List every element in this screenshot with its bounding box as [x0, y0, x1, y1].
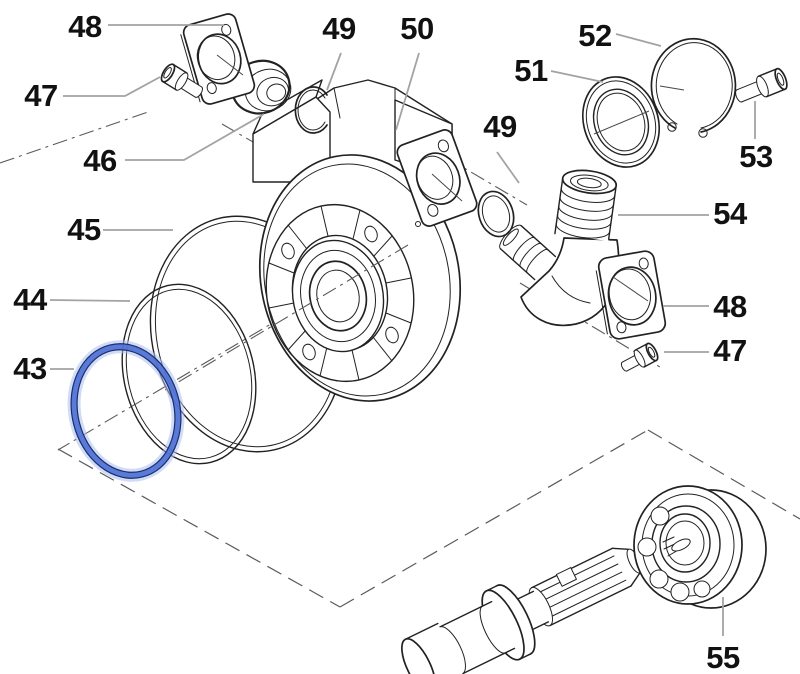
oring-part-44 — [121, 283, 257, 465]
elbow-spigot — [499, 224, 557, 281]
leader-line-52 — [615, 33, 662, 47]
bearing-ball — [637, 537, 657, 557]
impeller-slots — [268, 205, 412, 381]
callout-54[interactable]: 54 — [713, 196, 748, 231]
callout-49-top[interactable]: 49 — [322, 11, 356, 46]
leader-line-50 — [395, 52, 420, 131]
assembly-axis-elbow-in — [446, 157, 528, 206]
flange-gasket-part-48-top — [180, 13, 256, 105]
leader-line-49-right — [496, 151, 520, 184]
leader-line-46 — [125, 113, 265, 161]
callout-44[interactable]: 44 — [13, 282, 48, 317]
flange-gasket-part-48-right — [595, 250, 667, 340]
bolt-part-53 — [735, 67, 788, 103]
bearing-ball — [649, 569, 669, 589]
callout-55[interactable]: 55 — [706, 640, 740, 674]
circlip-part-52 — [650, 37, 737, 138]
shaft-spline-tip — [662, 536, 691, 557]
callout-52[interactable]: 52 — [578, 18, 612, 53]
construction-lines — [0, 111, 800, 608]
callout-49-right[interactable]: 49 — [483, 109, 517, 144]
circlip-part-49-top — [294, 86, 328, 134]
callout-53[interactable]: 53 — [739, 139, 773, 174]
callout-47-top[interactable]: 47 — [24, 78, 58, 113]
screw-part-47-top — [160, 63, 203, 98]
bore-highlight — [612, 276, 649, 302]
oring-part-49-right — [477, 190, 515, 238]
assembly-axis-topleft — [0, 111, 149, 164]
callout-48-right[interactable]: 48 — [713, 289, 747, 324]
callout-51[interactable]: 51 — [514, 53, 548, 88]
highlight-ring — [70, 343, 182, 479]
leader-line-49-top — [326, 52, 342, 91]
circlip-highlight — [659, 85, 685, 91]
callout-43[interactable]: 43 — [13, 351, 47, 386]
bearing-part-55 — [633, 485, 767, 609]
callout-45[interactable]: 45 — [67, 212, 101, 247]
bearing-ball — [693, 580, 711, 598]
bearing-ball — [650, 506, 670, 526]
elbow-threads — [554, 169, 618, 242]
callout-50[interactable]: 50 — [400, 11, 434, 46]
leader-line-47-top — [63, 76, 161, 97]
oring-part-43-highlighted[interactable] — [57, 332, 195, 490]
leader-line-51 — [550, 70, 604, 83]
bore-highlight — [216, 54, 244, 76]
callout-48-top[interactable]: 48 — [68, 9, 102, 44]
screw-part-47-right — [620, 342, 659, 372]
bore-highlight — [431, 173, 463, 202]
bearing-ball — [670, 582, 690, 602]
callout-47-right[interactable]: 47 — [713, 333, 747, 368]
phantom-edge-left — [57, 448, 341, 608]
assembly-axis-overlay — [164, 244, 409, 391]
callout-46[interactable]: 46 — [83, 143, 117, 178]
pto-shaft — [401, 547, 643, 674]
hub-bore — [291, 239, 385, 353]
seal-highlight — [593, 110, 650, 135]
pump-body-part-50 — [252, 79, 478, 402]
ring-outline-outer — [70, 343, 182, 479]
callouts-layer: 48 47 46 49 50 51 52 49 53 54 48 47 45 44 43 55 — [13, 9, 773, 674]
leader-line-44 — [49, 299, 131, 302]
phantom-edge-right — [647, 429, 800, 520]
phantom-edge-bottom — [339, 429, 649, 608]
ring-outline-inner — [76, 349, 176, 473]
elbow-fitting-part-54 — [499, 169, 620, 327]
